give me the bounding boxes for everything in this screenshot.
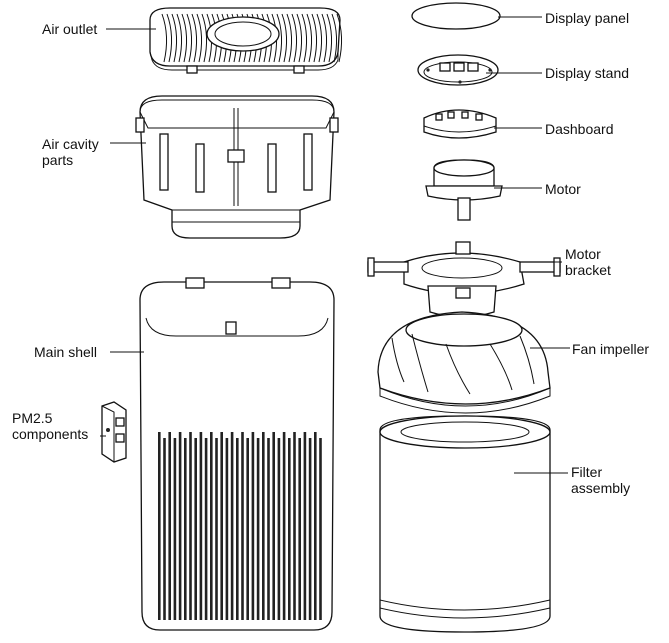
shell-vent-slot [262,432,265,620]
shell-vent-slot [230,432,234,620]
grille-slat [316,13,323,63]
grille-slat [291,13,298,63]
grille-slat [181,13,188,63]
shell-vent-slot [220,432,223,620]
shell-vent-slot [251,432,255,620]
shell-vent-slot [163,438,166,620]
motor-part [425,159,503,221]
label-air-cavity-parts: Air cavity parts [42,136,99,168]
shell-vent-slot [298,438,301,620]
shell-vent-slot [303,432,307,620]
shell-vent-slot [288,438,291,620]
label-fan-impeller: Fan impeller [572,341,650,357]
shell-vent-slot [277,438,281,620]
shell-vent-slot [184,438,187,620]
label-filter-assembly: Filter assembly [571,464,631,496]
shell-vent-slot [319,438,322,620]
grille-slat [311,13,318,63]
shell-vent-slot [194,438,197,620]
label-display-stand: Display stand [545,65,630,81]
shell-vent-slot [168,432,171,620]
grille-slat [326,13,333,63]
shell-vent-slot [282,432,286,620]
grille-slat [331,13,338,63]
grille-slat [276,13,283,63]
air-cavity-part [135,95,339,239]
grille-slat [161,13,168,63]
shell-vent-slot [204,438,208,620]
label-dashboard: Dashboard [545,121,614,137]
grille-slat [171,13,178,63]
grille-slat [306,13,313,63]
grille-slat [286,13,293,63]
motor-bracket-part [367,241,561,318]
air-outlet-part [149,7,343,74]
label-display-panel: Display panel [545,10,630,26]
label-main-shell: Main shell [34,344,98,360]
fan-impeller-part [377,311,551,414]
grille-slat [191,13,198,63]
grille-slat [186,13,193,63]
filter-assembly-part [379,415,551,633]
dashboard-part [423,109,497,139]
shell-vent-slot [158,432,161,620]
shell-vent-slot [308,438,312,620]
label-motor-bracket: Motor bracket [565,246,611,278]
shell-vent-slot [272,432,275,620]
label-pm25-components: PM2.5 components [12,410,89,442]
grille-slat [321,13,328,63]
display-stand-part [417,54,499,86]
grille-slat [301,13,308,63]
label-motor: Motor [545,181,581,197]
main-shell-part [139,277,335,631]
shell-vent-slot [173,438,177,620]
shell-vent-slot [225,438,229,620]
shell-vent-slot [267,438,270,620]
grille-slat [296,13,303,63]
shell-vent-slot [236,438,239,620]
shell-vent-slot [210,432,213,620]
grille-slat [166,13,173,63]
pm25-components-part [101,401,127,463]
shell-vent-slot [215,438,218,620]
label-air-outlet: Air outlet [42,21,98,37]
grille-slat [336,13,343,63]
grille-slat [176,13,183,63]
shell-vent-slot [199,432,203,620]
grille-slat [281,13,288,63]
shell-vent-slot [246,438,249,620]
shell-vent-slot [314,432,317,620]
grille-slat [196,13,203,63]
shell-vent-slot [293,432,296,620]
shell-vent-slot [256,438,260,620]
leader-lines [100,16,570,474]
shell-vent-slot [241,432,244,620]
shell-vent-slot [189,432,192,620]
grille-slat [201,13,208,63]
shell-vent-slot [178,432,182,620]
display-panel-part [411,2,501,30]
